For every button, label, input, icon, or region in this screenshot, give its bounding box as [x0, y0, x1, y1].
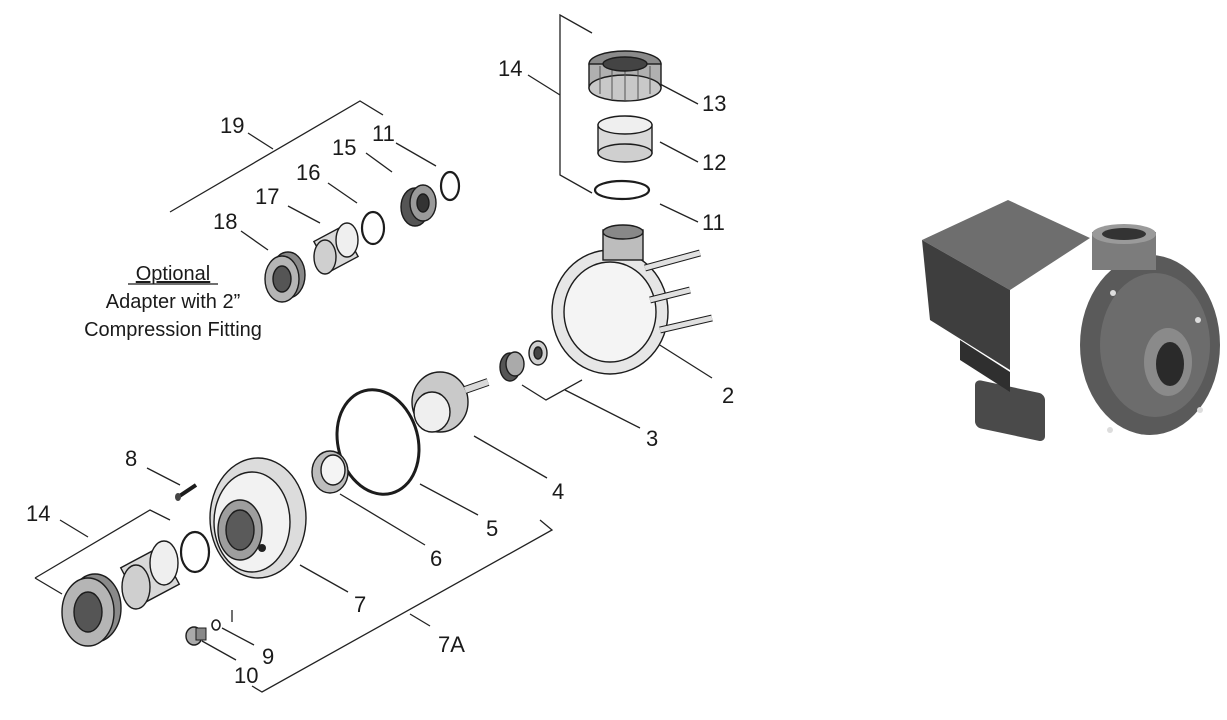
label-18: 18 — [213, 209, 237, 234]
label-10: 10 — [234, 663, 258, 688]
housing-o-ring — [335, 388, 421, 496]
union-nut-bottom — [61, 573, 122, 647]
wet-end-housing — [551, 224, 713, 375]
shaft-seal — [499, 340, 548, 382]
union-nut-top — [588, 50, 662, 102]
label-5: 5 — [486, 516, 498, 541]
drain-plug — [185, 626, 207, 646]
o-ring-adapter — [439, 170, 461, 202]
label-17: 17 — [255, 184, 279, 209]
screw — [175, 483, 198, 501]
impeller — [411, 371, 490, 433]
adapter-nut — [264, 251, 306, 303]
wear-ring — [311, 450, 349, 494]
label-11-top: 11 — [702, 210, 725, 235]
leader-lines — [34, 13, 713, 693]
adapter-fitting — [400, 184, 437, 227]
adapter-sleeve — [312, 222, 360, 275]
label-8: 8 — [125, 446, 137, 471]
o-ring-bottom — [179, 530, 211, 574]
faceplate — [209, 457, 307, 579]
label-19: 19 — [220, 113, 244, 138]
label-14-top: 14 — [498, 56, 522, 81]
label-6: 6 — [430, 546, 442, 571]
part-number-labels: 14 13 12 11 19 15 11 16 17 18 2 3 4 8 5 … — [26, 56, 734, 688]
label-2: 2 — [722, 383, 734, 408]
drain-o-ring — [211, 619, 221, 631]
caption-optional: Optional — [136, 263, 211, 285]
tailpiece-top — [597, 115, 653, 163]
o-ring-adapter-2 — [360, 210, 386, 246]
label-3: 3 — [646, 426, 658, 451]
caption-adapter: Adapter with 2” — [106, 291, 241, 313]
label-7: 7 — [354, 592, 366, 617]
label-15: 15 — [332, 135, 356, 160]
o-ring-top — [593, 179, 651, 201]
label-11-adapter: 11 — [372, 121, 395, 146]
tailpiece-bottom — [119, 540, 181, 610]
label-7a: 7A — [438, 632, 465, 657]
label-14-bottom: 14 — [26, 501, 50, 526]
optional-adapter-caption: Optional Adapter with 2” Compression Fit… — [84, 263, 262, 341]
assembled-pump-image — [922, 200, 1220, 441]
label-13: 13 — [702, 91, 726, 116]
label-16: 16 — [296, 160, 320, 185]
label-12: 12 — [702, 150, 726, 175]
label-9: 9 — [262, 644, 274, 669]
caption-compression-fitting: Compression Fitting — [84, 319, 262, 341]
label-4: 4 — [552, 479, 564, 504]
